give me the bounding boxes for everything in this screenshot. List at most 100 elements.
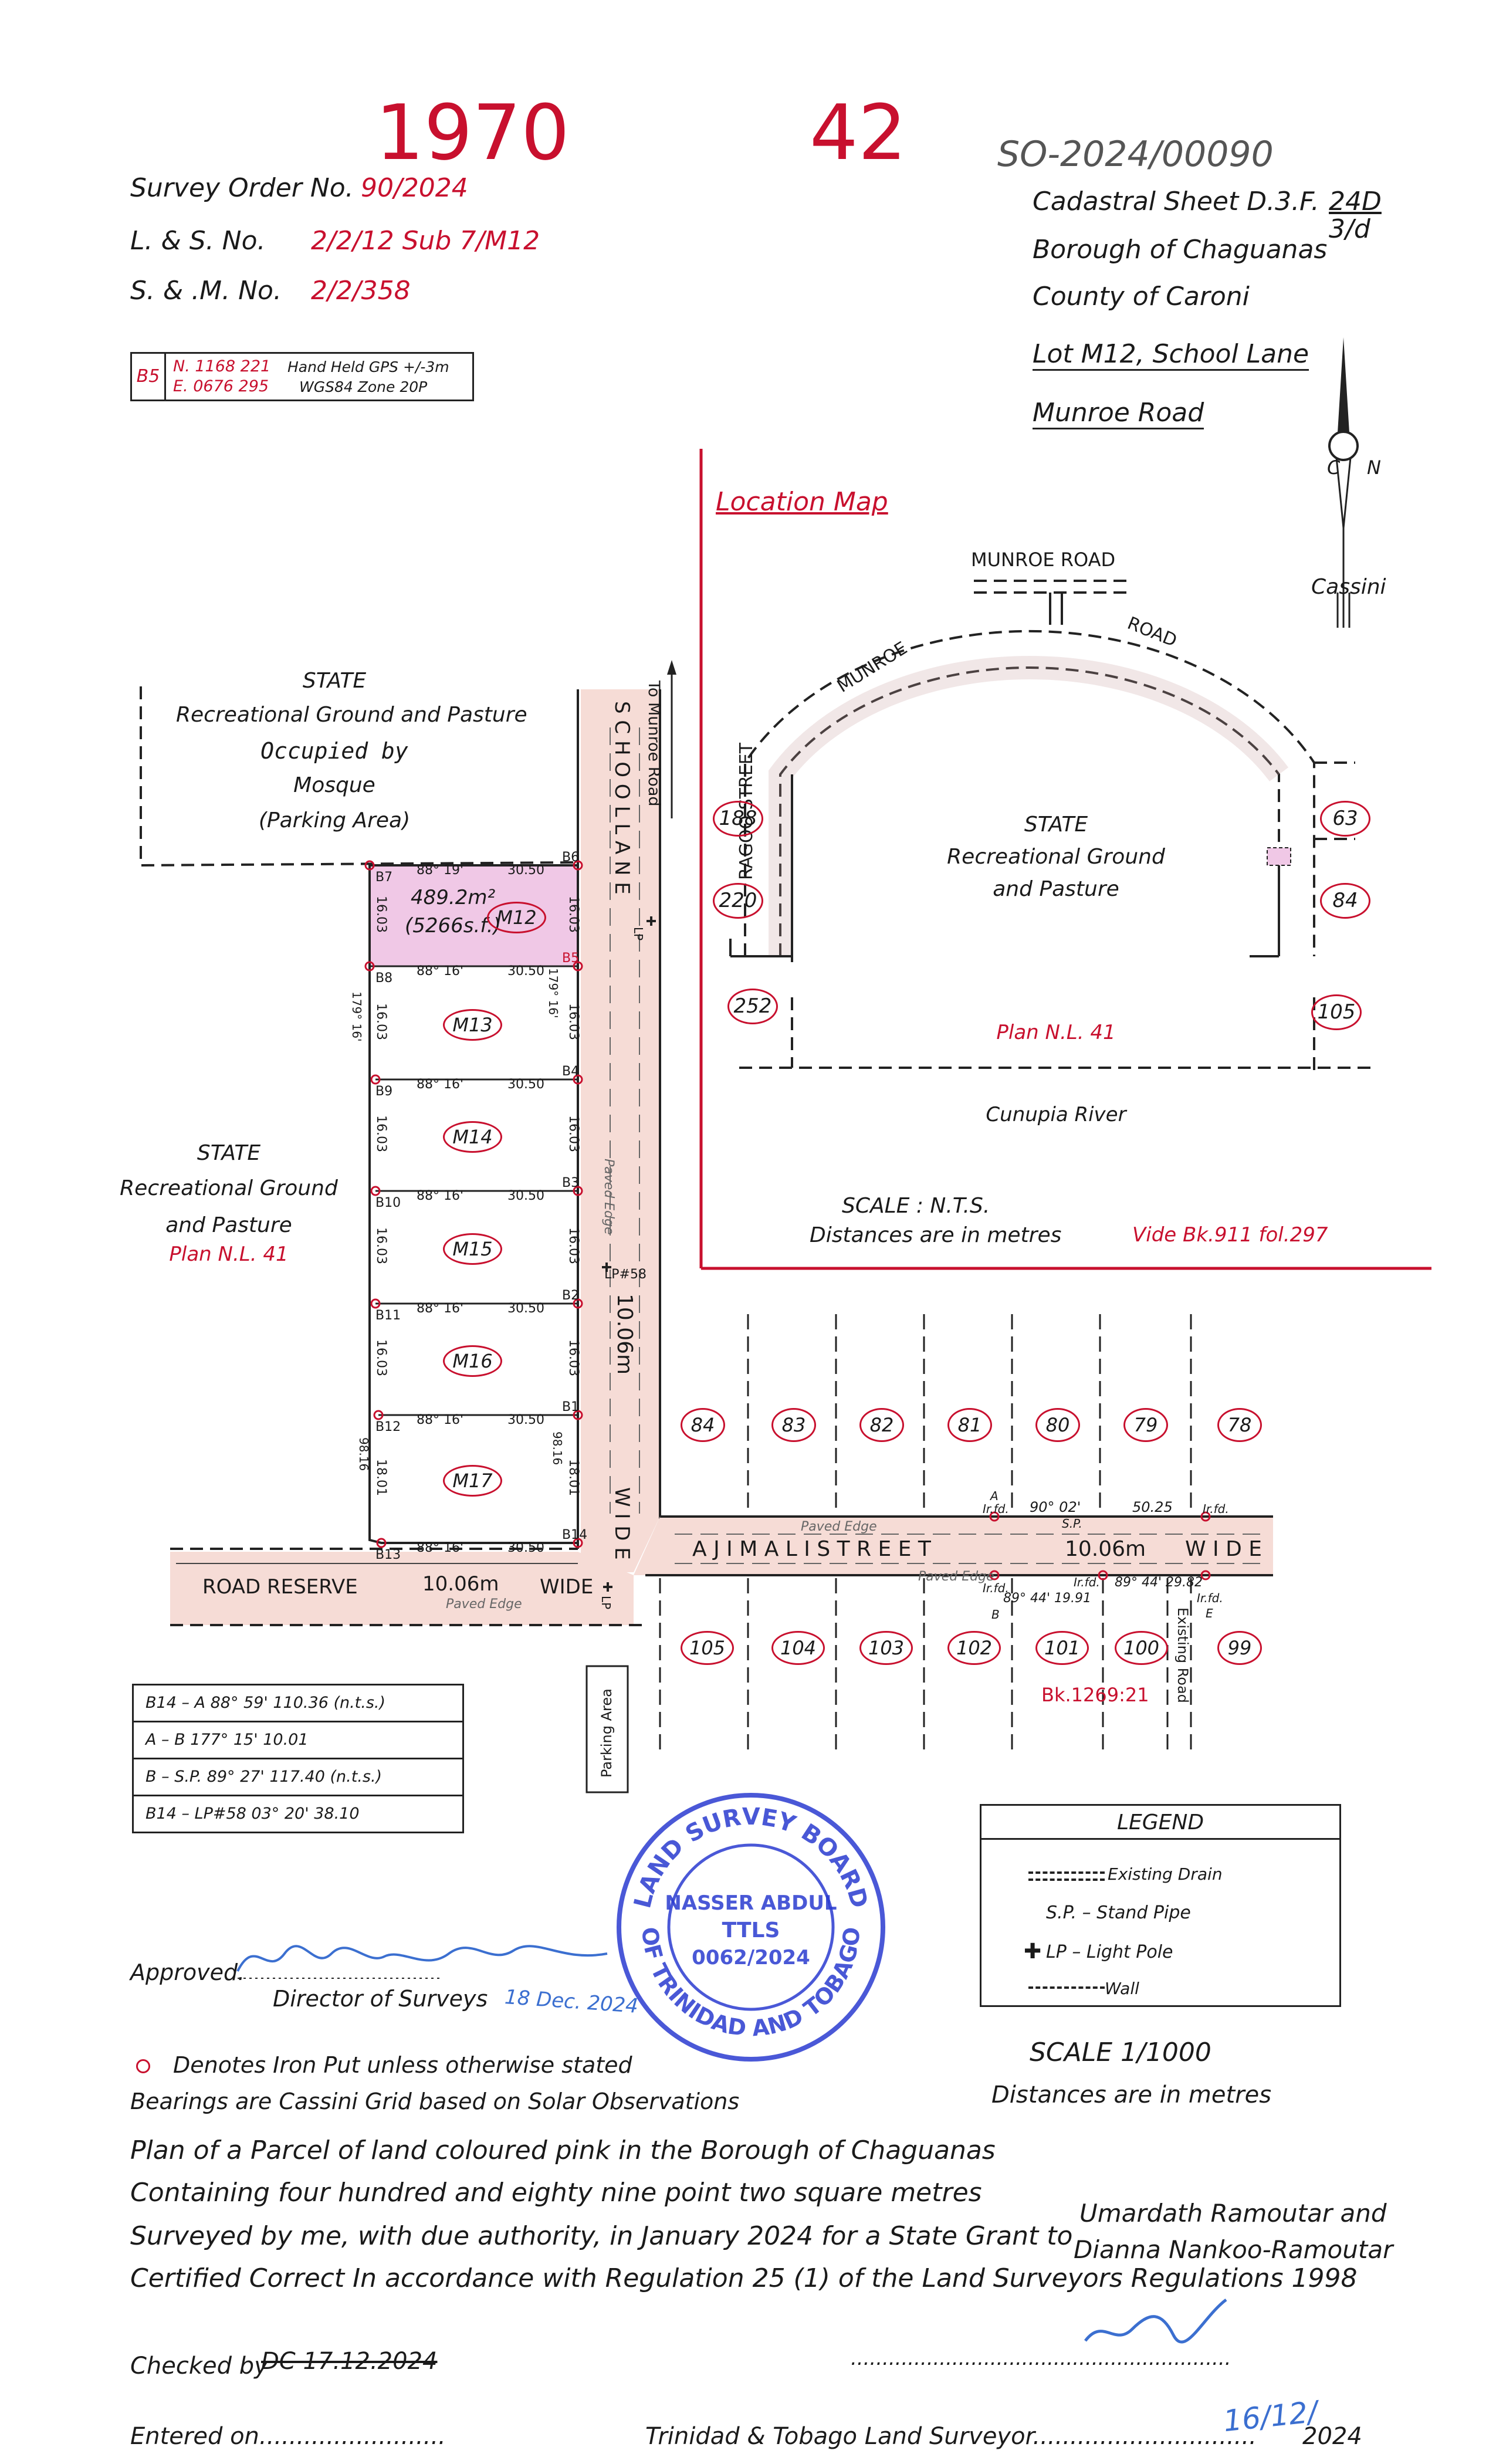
to-munroe-road: To Munroe Road [645,681,663,807]
lm-lot-63: 63 [1320,801,1370,837]
distance-row-7: 30.50 [507,1541,544,1555]
distance-row-6: 30.50 [507,1413,544,1427]
north-c: C [1327,456,1341,479]
depth-left-3: 16.03 [374,1115,388,1152]
land-survey-board-seal: LAND SURVEY BOARD OF TRINIDAD AND TOBAGO… [617,1793,885,2062]
se-lot-bottom-99: 99 [1217,1631,1262,1665]
road-reserve: ROAD RESERVE [202,1575,358,1599]
lp-label-1: LP [631,927,645,941]
plan-line-4: Certified Correct In accordance with Reg… [130,2263,1358,2293]
lot-M13: M13 [443,1008,502,1041]
paved-edge-rr: Paved Edge [446,1597,522,1612]
road-title: Munroe Road [1033,398,1204,429]
depth-left-2: 16.03 [374,1003,388,1040]
gps-line2: WGS84 Zone 20P [299,378,428,395]
boundary-B13: B13 [375,1548,401,1562]
depth-right-4: 16.03 [566,1227,581,1264]
point-e-irfd: Ir.fd. [1203,1502,1229,1516]
rec-left: Recreational Ground [120,1176,338,1200]
director-signature [236,1945,608,1979]
tie-row-4: B14 – LP#58 03° 20' 38.10 [145,1805,360,1823]
paved-edge-ajim-2: Paved Edge [918,1569,994,1584]
svg-text:0062/2024: 0062/2024 [692,1946,810,1969]
lm-pasture: and Pasture [993,877,1119,901]
grantee-2: Dianna Nankoo-Ramoutar [1074,2235,1393,2264]
point-mid-irfd: Ir.fd. [1074,1575,1100,1589]
gps-north: N. 1168 221 [173,357,271,375]
school-lane-width: 10.06m [612,1294,637,1375]
depth-right-6: 18.01 [566,1459,581,1496]
lot-area-sf: (5266s.f.) [405,914,501,937]
lot-M16: M16 [443,1345,502,1377]
location-map-title: Location Map [716,487,888,517]
svg-text:NASSER ABDUL: NASSER ABDUL [665,1891,837,1915]
boundary-B5: B5 [562,951,580,966]
lm-distances: Distances are in metres [810,1223,1062,1247]
boundary-B10: B10 [375,1196,401,1210]
boundary-B11: B11 [375,1308,401,1323]
point-e-label: E [1206,1606,1213,1620]
boundary-B3: B3 [562,1176,580,1190]
se-lot-top-80: 80 [1035,1408,1080,1442]
legend-title: LEGEND [981,1810,1339,1840]
iron-put-icon [136,2059,150,2073]
se-lot-bottom-101: 101 [1035,1631,1089,1665]
road-reserve-wide: WIDE [540,1575,594,1599]
lm-lot-252: 252 [727,989,778,1024]
iron-put-note: Denotes Iron Put unless otherwise stated [173,2052,632,2078]
se-lot-top-82: 82 [859,1408,904,1442]
se-lot-bottom-102: 102 [947,1631,1001,1665]
side-bearing-left-last: 98.16 [357,1437,371,1471]
tie-row-2: A – B 177° 15' 10.01 [134,1722,462,1759]
pasture-left: and Pasture [165,1213,292,1237]
tie-table: B14 – A 88° 59' 110.36 (n.t.s.)A – B 177… [132,1684,464,1833]
ajim-ali-wide: W I D E [1185,1537,1263,1561]
legend-sp: S.P. – Stand Pipe [1046,1903,1191,1923]
depth-left-1: 16.03 [374,896,388,933]
se-lot-top-83: 83 [771,1408,816,1442]
lp-label-2: LP [599,1596,613,1610]
distance-row-4: 30.50 [507,1189,544,1203]
sheet-bottom: 3/d [1329,214,1370,244]
point-a: A [990,1489,999,1503]
boundary-B7: B7 [375,870,393,885]
approved-label: Approved. [130,1959,245,1985]
lot-M12: M12 [487,902,546,933]
state-left: STATE [197,1141,261,1165]
sm-value: 2/2/358 [311,276,411,306]
survey-order-label: Survey Order No. [130,173,354,203]
drain-symbol-icon [1028,1871,1105,1874]
ls-label: L. & S. No. [130,226,266,256]
lot-M14: M14 [443,1121,502,1153]
north-arrow-icon [1328,337,1359,628]
gps-line1: Hand Held GPS +/-3m [287,358,449,375]
lot-M17: M17 [443,1465,502,1497]
so-number: SO-2024/00090 [997,134,1274,175]
depth-left-6: 18.01 [374,1459,388,1496]
wall-symbol-icon [1028,1986,1105,1989]
se-lot-top-79: 79 [1123,1408,1168,1442]
rec-top: Recreational Ground and Pasture [176,703,527,727]
boundary-B1: B1 [562,1400,580,1414]
distance-row-2: 30.50 [507,964,544,979]
mosque: Mosque [293,773,375,797]
paved-edge-lane: Paved Edge [601,1159,616,1235]
occupied-by: Occupied by [260,738,408,764]
distance-row-1: 30.50 [507,863,544,878]
se-lot-top-84: 84 [681,1408,725,1442]
cadastral-sheet: Cadastral Sheet D.3.F. [1033,187,1319,216]
point-b-irfd: Ir.fd. [983,1581,1009,1595]
distance-row-3: 30.50 [507,1077,544,1092]
surveyor-year: 2024 [1302,2423,1362,2450]
lm-lot-220: 220 [713,883,763,919]
boundary-B8: B8 [375,971,393,986]
lp58-label: LP#58 [604,1267,647,1282]
se-lot-top-81: 81 [947,1408,992,1442]
se-lot-top-78: 78 [1217,1408,1262,1442]
bearing-row-6: 88° 16' [417,1413,464,1427]
ajim-ali-width: 10.06m [1065,1537,1146,1561]
sheet-top: 24D [1329,187,1382,216]
se-lot-bottom-103: 103 [859,1631,913,1665]
se-lot-bottom-100: 100 [1115,1631,1168,1665]
distance-row-5: 30.50 [507,1301,544,1316]
